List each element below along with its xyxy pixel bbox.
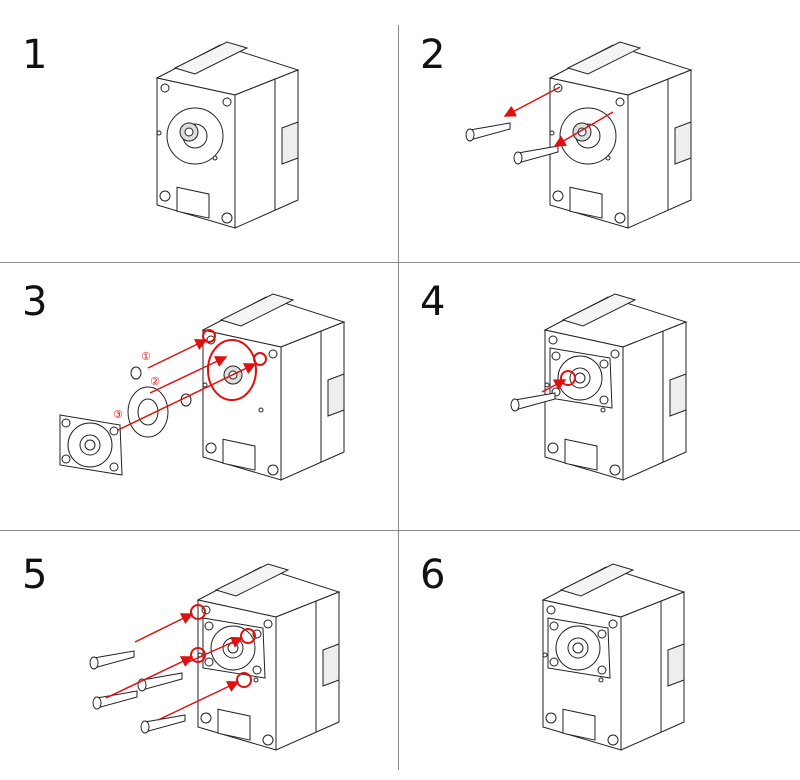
step5-hole-highlight-4 xyxy=(236,672,252,688)
step5-screw-2 xyxy=(137,672,183,692)
row-divider-1 xyxy=(0,262,800,263)
row-divider-2 xyxy=(0,530,800,531)
step5-arrow-4 xyxy=(157,681,240,721)
step2-arrow-2 xyxy=(553,111,614,147)
step-number-3: 3 xyxy=(22,279,48,325)
step3-callout-2: ② xyxy=(150,375,160,388)
step5-servo xyxy=(197,563,340,751)
step5-hole-highlight-2 xyxy=(240,628,256,644)
step4-servo xyxy=(544,293,687,481)
step5-hole-highlight-1 xyxy=(190,604,206,620)
step-number-1: 1 xyxy=(22,32,48,78)
step-number-5: 5 xyxy=(22,552,48,598)
step-number-4: 4 xyxy=(420,279,446,325)
step5-arrow-1 xyxy=(134,613,194,643)
step3-hole-highlight-1 xyxy=(202,329,216,343)
step2-screw-1 xyxy=(465,122,511,142)
step4-arrow xyxy=(541,379,567,393)
step1-servo xyxy=(156,41,299,229)
step-number-6: 6 xyxy=(420,552,446,598)
step4-hole-highlight xyxy=(560,370,576,386)
step3-arrow-2 xyxy=(149,356,228,394)
step3-callout-1: ① xyxy=(141,350,151,363)
step5-screw-1 xyxy=(89,650,135,670)
step5-arrow-2 xyxy=(183,636,244,665)
step5-arrow-3 xyxy=(105,656,194,699)
step3-servo xyxy=(202,293,345,481)
step3-arrow-1 xyxy=(147,339,208,369)
step2-servo xyxy=(549,41,692,229)
step3-bearing-1 xyxy=(130,366,142,380)
step2-arrow-1 xyxy=(503,86,561,117)
step3-arrow-3 xyxy=(117,363,257,431)
column-divider xyxy=(398,25,399,770)
step3-flange xyxy=(59,414,123,476)
step3-callout-3: ③ xyxy=(113,408,123,421)
step3-hole-highlight-2 xyxy=(253,352,267,366)
step-number-2: 2 xyxy=(420,32,446,78)
step6-servo-assembled xyxy=(542,563,685,751)
